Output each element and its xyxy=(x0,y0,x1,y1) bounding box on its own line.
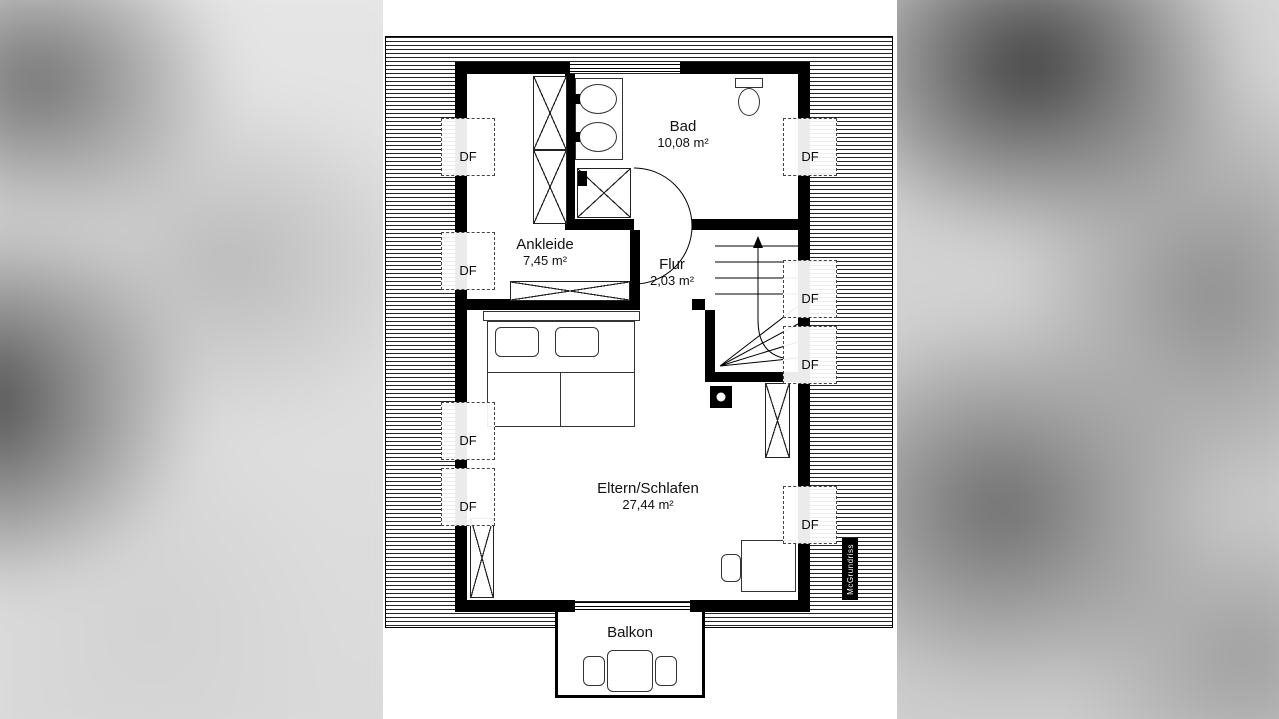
balcony-rail-right xyxy=(702,612,705,698)
background-blur-right-fill xyxy=(897,0,1279,719)
df-label: DF xyxy=(801,148,819,164)
wall-bottom-right xyxy=(690,600,810,612)
room-label-balkon: Balkon xyxy=(607,624,653,641)
balcony-rail-left xyxy=(555,612,558,698)
room-name: Balkon xyxy=(607,624,653,641)
wall-top-left xyxy=(455,62,570,74)
sink-top xyxy=(579,84,617,114)
wall-bad-ankleide xyxy=(565,74,575,220)
floorplan-canvas: DF DF DF DF DF DF DF DF Bad 10,08 m² Ank… xyxy=(383,0,897,719)
wall-stairs-west xyxy=(705,310,715,382)
df-label: DF xyxy=(801,290,819,306)
roof-window-df-6: DF xyxy=(783,260,837,318)
pillow-right xyxy=(555,327,599,357)
background-blur-left xyxy=(0,0,383,719)
wall-stairs-south xyxy=(705,372,798,382)
watermark-badge: McGrundriss xyxy=(842,538,858,600)
balcony-chair-right xyxy=(655,656,677,686)
toilet-bowl xyxy=(738,88,760,116)
room-area: 27,44 m² xyxy=(622,497,674,512)
df-label: DF xyxy=(459,498,477,514)
roof-window-df-8: DF xyxy=(783,486,837,544)
room-name: Flur xyxy=(659,256,685,273)
blanket-line xyxy=(488,372,634,373)
desk-chair xyxy=(721,554,741,582)
wall-bedroom-north xyxy=(467,299,630,310)
roof-window-df-3: DF xyxy=(441,402,495,460)
bed-headboard xyxy=(483,311,640,321)
blanket-split-line xyxy=(560,372,561,426)
shower-head xyxy=(578,171,587,186)
room-label-ankleide: Ankleide 7,45 m² xyxy=(516,236,574,269)
room-name: Bad xyxy=(669,118,697,135)
wall-bad-south-left xyxy=(565,219,634,230)
balcony-window xyxy=(575,602,690,610)
bedroom-cabinet-left xyxy=(470,518,494,598)
wall-bedroom-north-stub xyxy=(692,299,705,310)
sink-bottom xyxy=(579,122,617,152)
top-window xyxy=(570,64,680,72)
background-blur-right xyxy=(897,0,1279,719)
dresser xyxy=(510,281,630,301)
wardrobe-upper xyxy=(533,76,567,150)
roof-window-df-1: DF xyxy=(441,118,495,176)
balcony-table xyxy=(607,650,653,692)
roof-window-df-7: DF xyxy=(783,326,837,384)
df-label: DF xyxy=(459,262,477,278)
balcony-chair-left xyxy=(583,656,605,686)
roof-window-df-4: DF xyxy=(441,468,495,526)
wall-bad-south-right xyxy=(692,219,798,230)
bedroom-cabinet-right xyxy=(765,383,790,458)
faucet-bottom xyxy=(575,132,580,142)
room-label-flur: Flur 2,03 m² xyxy=(650,256,694,289)
watermark-text: McGrundriss xyxy=(845,543,855,595)
wall-top-right xyxy=(680,62,810,74)
toilet-tank xyxy=(735,78,763,88)
room-area: 7,45 m² xyxy=(522,253,568,268)
roof-window-df-2: DF xyxy=(441,232,495,290)
df-label: DF xyxy=(801,516,819,532)
balcony-rail-front xyxy=(555,695,705,698)
pillow-left xyxy=(495,327,539,357)
df-label: DF xyxy=(801,356,819,372)
wardrobe-lower xyxy=(533,150,567,224)
room-label-bad: Bad 10,08 m² xyxy=(657,118,708,151)
room-name: Eltern/Schlafen xyxy=(597,480,699,497)
background-blur-left-fill xyxy=(0,0,383,719)
roof-window-df-5: DF xyxy=(783,118,837,176)
df-label: DF xyxy=(459,148,477,164)
wall-bottom-left xyxy=(455,600,575,612)
room-name: Ankleide xyxy=(516,236,574,253)
desk xyxy=(741,540,796,592)
room-area: 10,08 m² xyxy=(657,135,709,150)
structural-post xyxy=(710,386,732,408)
room-label-eltern-schlafen: Eltern/Schlafen 27,44 m² xyxy=(597,480,699,513)
room-area: 2,03 m² xyxy=(649,273,695,288)
wall-ankleide-flur xyxy=(630,230,640,310)
faucet-top xyxy=(575,94,580,104)
df-label: DF xyxy=(459,432,477,448)
